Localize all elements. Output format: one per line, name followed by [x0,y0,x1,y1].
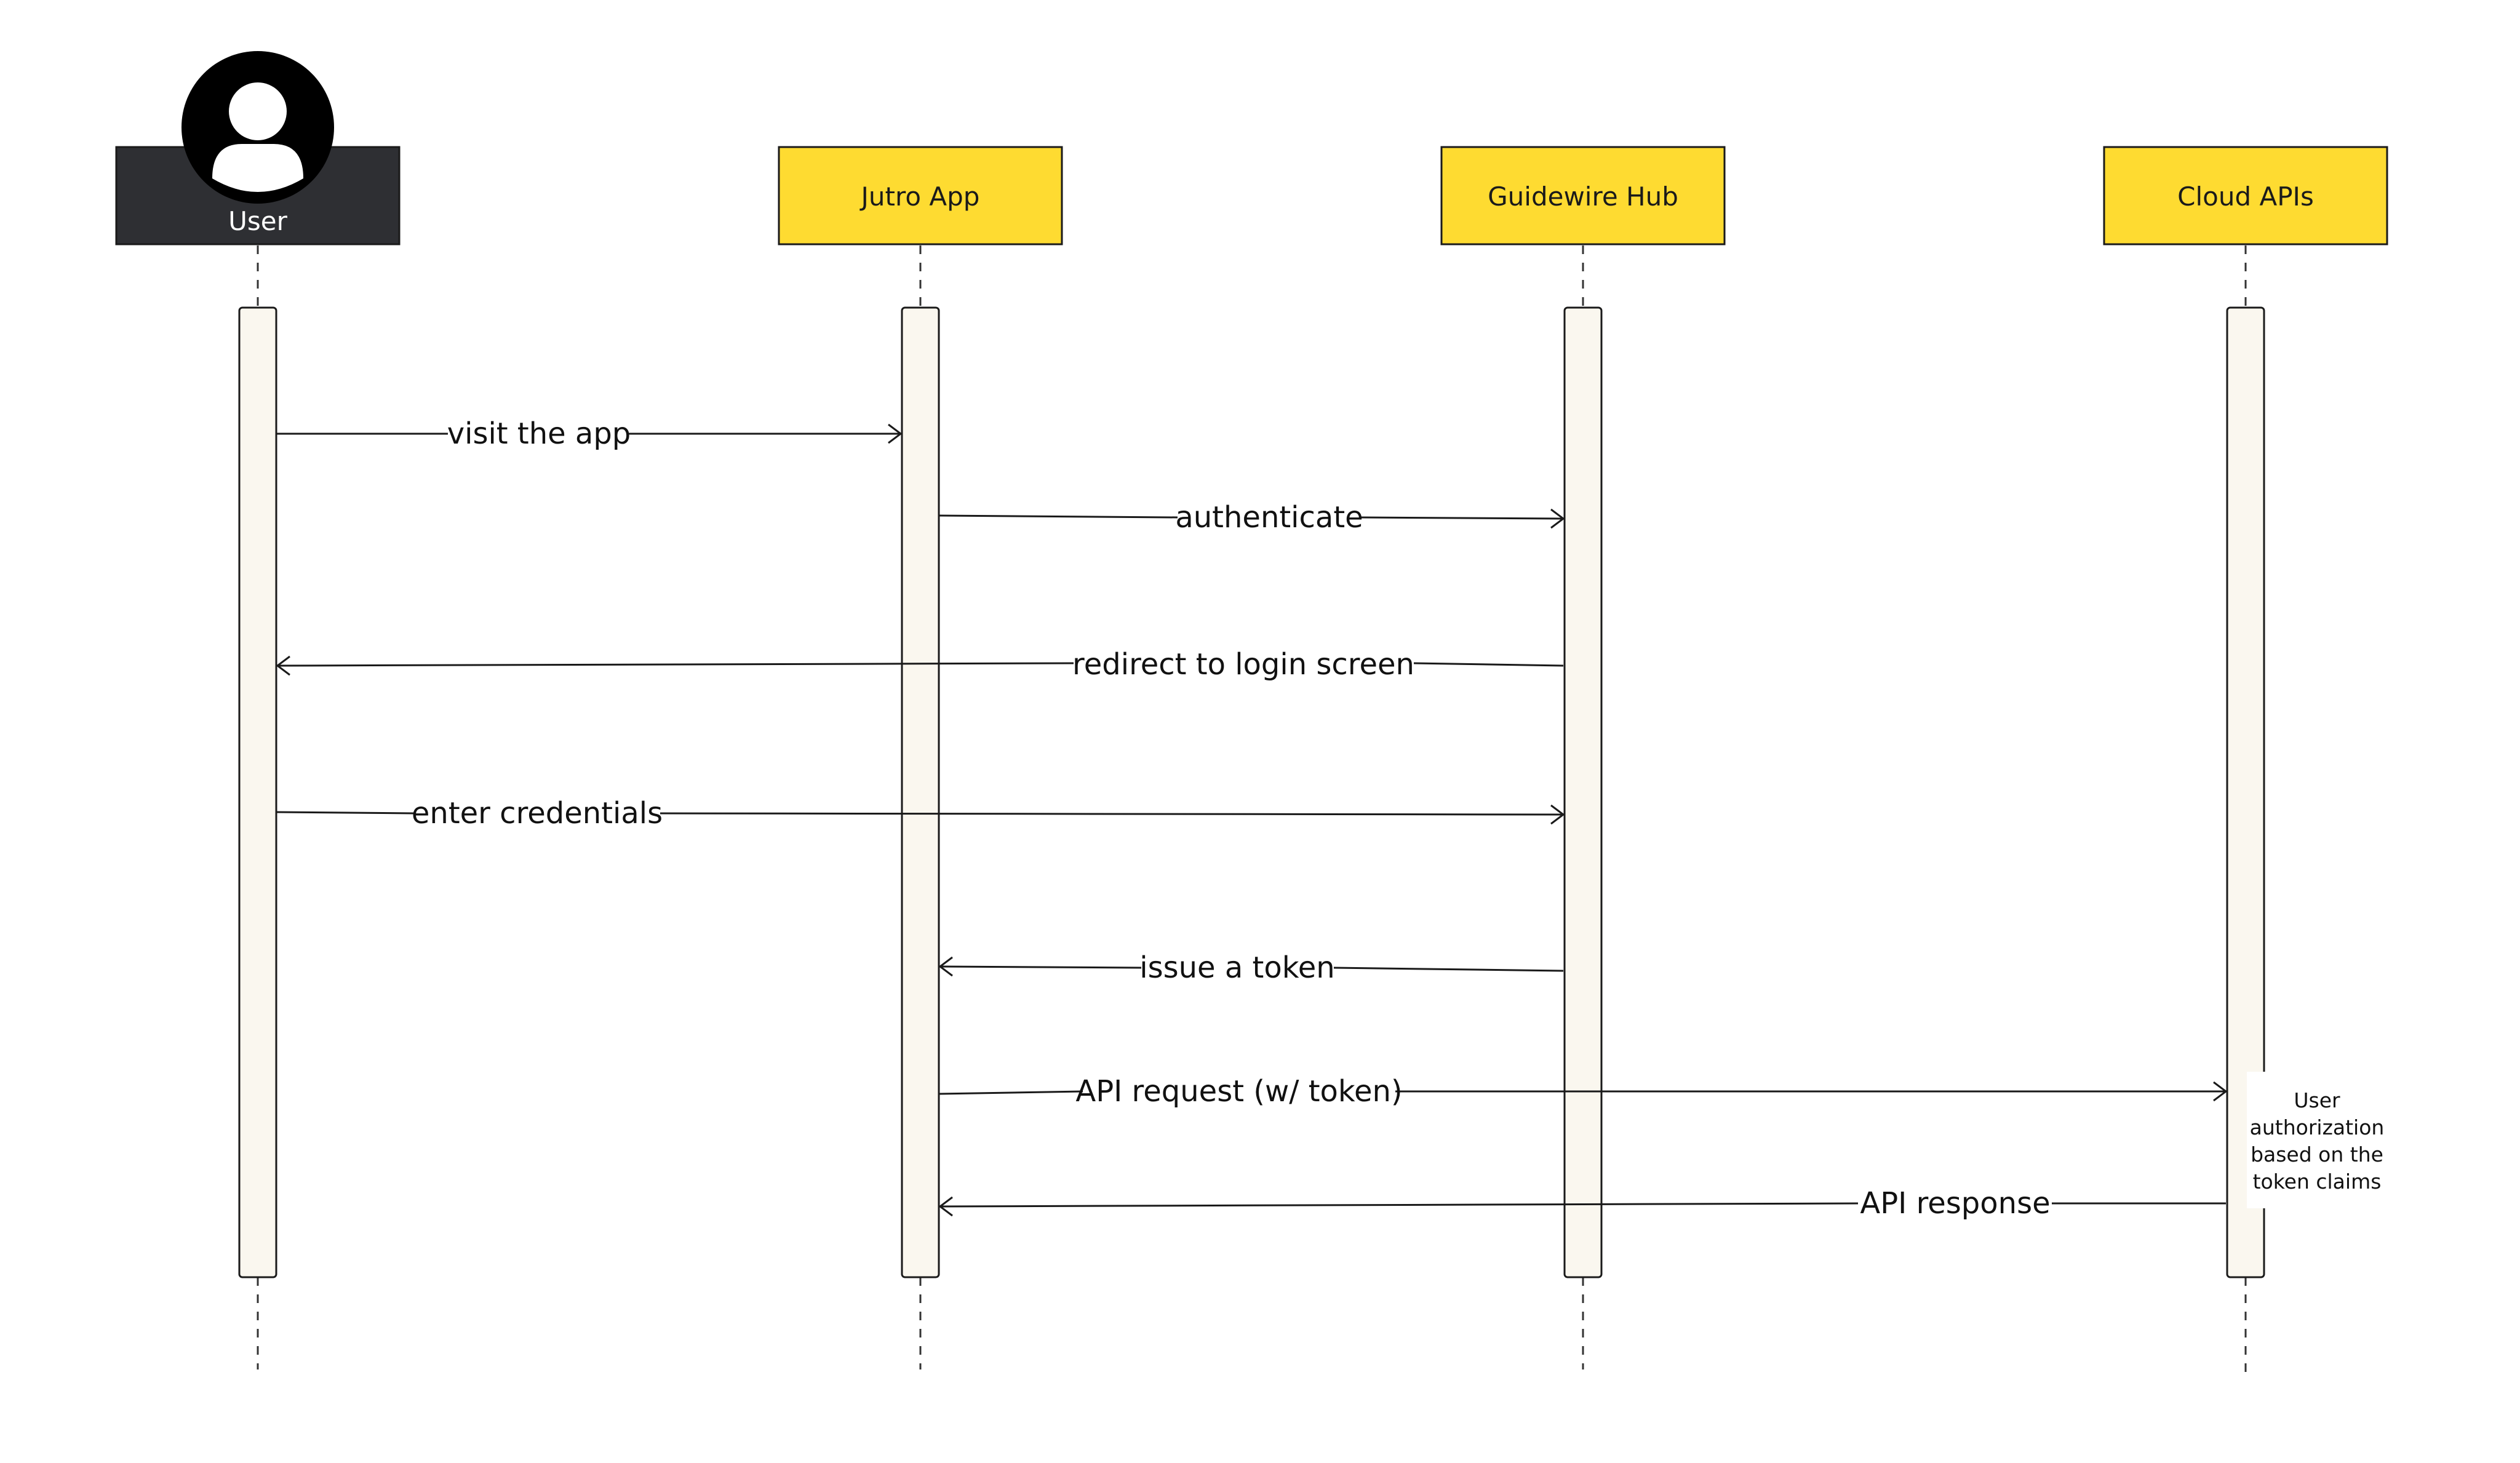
arrowhead-icon [1550,508,1565,529]
message-line [660,812,1564,816]
message-authenticate[interactable]: authenticate [938,500,1565,535]
message-issue-a-token[interactable]: issue a token [938,951,1564,985]
participant-user-label: User [228,206,287,236]
participant-jutro-app[interactable]: Jutro App [778,146,1063,245]
arrowhead-icon [276,655,290,676]
note-user-authorization[interactable]: User authorization based on the token cl… [2247,1072,2387,1208]
arrowhead-icon [2213,1081,2228,1102]
message-label: API request (w/ token) [1075,1074,1402,1109]
participant-jutro-app-label: Jutro App [859,181,980,212]
lifelines [257,245,2247,1378]
message-line [277,662,1074,667]
participant-cloud-apis-box [2103,146,2388,245]
participant-guidewire-hub[interactable]: Guidewire Hub [1440,146,1726,245]
activation-bar-user [238,306,277,1278]
message-line [939,965,1142,969]
message-line [939,1202,1859,1208]
message-line [1360,516,1564,520]
arrowhead-icon [938,1196,953,1217]
note-line: User [2294,1088,2340,1112]
participant-jutro-app-box [778,146,1063,245]
arrowhead-icon [1550,804,1565,825]
message-label: visit the app [447,417,631,451]
note-background [2247,1072,2387,1208]
message-label: redirect to login screen [1072,647,1414,682]
message-enter-credentials[interactable]: enter credentials [276,796,1565,831]
activation-bars [238,306,2265,1278]
message-api-request[interactable]: API request (w/ token) [938,1074,2228,1109]
message-line [1333,967,1564,972]
user-avatar-icon [181,51,334,204]
message-line [1413,662,1564,667]
note-line: based on the [2251,1142,2383,1166]
participant-user[interactable]: User [115,51,401,245]
participant-cloud-apis[interactable]: Cloud APIs [2103,146,2388,245]
activation-bar-jutro [901,306,940,1278]
message-redirect-to-login-screen[interactable]: redirect to login screen [276,647,1564,682]
message-label: authenticate [1175,500,1363,535]
message-line [938,1090,1083,1095]
participant-guidewire-hub-label: Guidewire Hub [1488,181,1678,212]
message-label: issue a token [1139,951,1334,985]
arrowhead-icon [888,423,903,444]
note-line: authorization [2250,1115,2385,1139]
message-label: API response [1860,1186,2050,1221]
message-label: enter credentials [412,796,663,831]
activation-bar-cloud [2226,306,2265,1278]
message-api-response[interactable]: API response [938,1186,2226,1221]
message-visit-the-app[interactable]: visit the app [276,417,903,451]
message-line [938,514,1178,519]
participant-guidewire-hub-box [1440,146,1726,245]
arrowhead-icon [938,956,953,977]
activation-bar-hub [1563,306,1603,1278]
message-line [276,811,415,815]
note-line: token claims [2253,1170,2382,1194]
participant-cloud-apis-label: Cloud APIs [2177,181,2314,212]
